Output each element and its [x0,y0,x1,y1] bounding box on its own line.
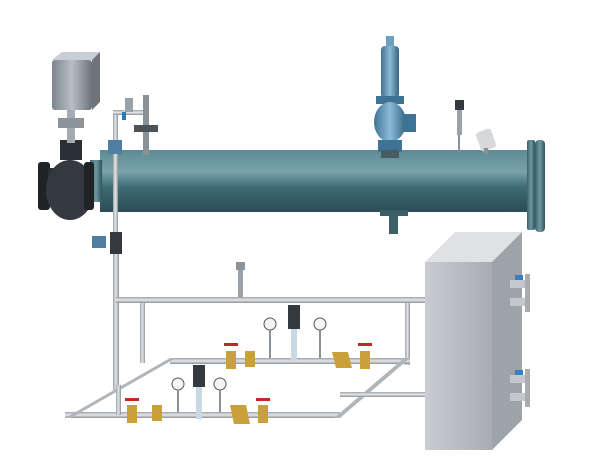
temperature-sensor [108,140,122,154]
flow-meter [193,365,205,387]
loop-front-pipe [65,412,340,418]
temperature-transmitter [475,128,497,154]
gate-valve [226,351,236,369]
small-pipe-network [65,240,431,418]
exchanger-nozzle-upper [510,292,530,312]
pressure-switch [110,232,122,254]
strainer [332,352,352,368]
impulse-line [92,95,158,254]
control-valve [38,140,94,220]
vertical-drain-pipe [113,240,119,390]
pressure-gauge [313,317,327,331]
return-thermometer [236,262,245,297]
exchanger-nozzle-bottom [510,387,530,407]
valve-handle-icon [358,343,372,346]
exchanger-link-pipe [340,392,430,397]
main-steam-pipe [90,140,545,234]
drain-connector [116,385,121,415]
riser-pipe [140,303,145,363]
temperature-probe [455,100,464,152]
heat-exchanger [425,232,530,450]
flow-meter [288,305,300,329]
valve-handle-icon [256,398,270,401]
exchanger-nozzle-lower [510,369,530,389]
valve-handle-icon [224,343,238,346]
loop-back-pipe [170,358,410,364]
pressure-gauge [171,377,185,391]
exchanger-nozzle-top [510,274,530,294]
gate-valve [127,405,137,423]
valve-handle-icon [125,398,139,401]
riser-pipe-right [405,303,410,365]
back-loop-fittings [224,305,372,369]
front-loop-fittings [125,365,270,424]
horizontal-return-pipe [116,297,431,303]
pressure-gauge [263,317,277,331]
safety-valve [374,36,416,158]
strainer [230,405,250,424]
pressure-gauge [213,377,227,391]
loop-right-pipe [334,358,410,418]
valve-actuator [52,52,100,143]
